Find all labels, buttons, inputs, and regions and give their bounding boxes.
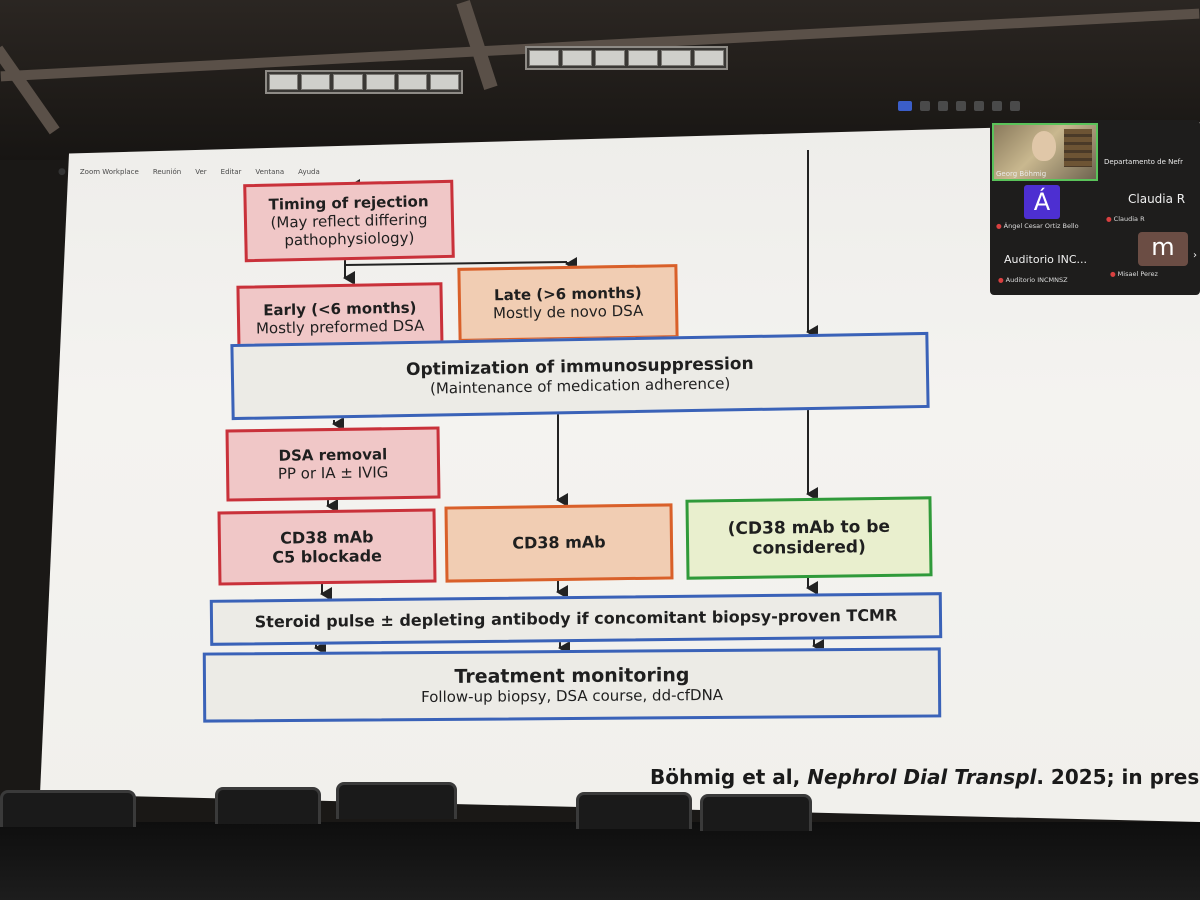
menu-item-ayuda[interactable]: Ayuda — [298, 168, 320, 176]
avatar[interactable]: Á — [1024, 185, 1060, 219]
chair — [700, 794, 812, 831]
box-title: Steroid pulse ± depleting antibody if co… — [254, 606, 898, 632]
mic-muted-icon: ● — [1106, 215, 1112, 223]
menubar: ● Zoom Workplace Reunión Ver Editar Vent… — [58, 164, 618, 180]
presenter-video-tile[interactable] — [992, 123, 1098, 181]
participant-name: ●Ángel Cesar Ortiz Bello — [996, 222, 1079, 230]
ceiling-light — [525, 46, 728, 70]
citation-rest: . 2025; in press — [1036, 765, 1200, 789]
box-title: considered) — [752, 537, 866, 559]
apple-icon[interactable]: ● — [58, 167, 66, 177]
auditorium-floor — [0, 822, 1200, 900]
citation-authors: Böhmig et al, — [650, 765, 801, 789]
participant-name: ●Misael Perez — [1110, 270, 1158, 278]
participant-name-large: Claudia R — [1128, 192, 1186, 206]
avatar[interactable]: m — [1138, 232, 1188, 266]
status-icon[interactable] — [920, 101, 930, 111]
ceiling-light — [265, 70, 463, 94]
menu-item-editar[interactable]: Editar — [220, 168, 242, 176]
status-bar-icons — [898, 101, 1020, 111]
cd38-box: CD38 mAb — [444, 503, 674, 583]
department-label: Departamento de Nefr — [1104, 158, 1184, 166]
menu-item-reunion[interactable]: Reunión — [152, 168, 182, 176]
box-title: C5 blockade — [272, 546, 383, 567]
grid-icon[interactable] — [992, 101, 1002, 111]
participant-name-large: Auditorio INC... — [1004, 253, 1088, 266]
bookshelf — [1064, 129, 1092, 167]
mic-muted-icon: ● — [1110, 270, 1116, 278]
late-box: Late (>6 months) Mostly de novo DSA — [457, 264, 679, 342]
arrow — [344, 261, 568, 266]
box-subtitle: PP or IA ± IVIG — [277, 463, 389, 483]
optimization-box: Optimization of immunosuppression (Maint… — [230, 331, 930, 421]
box-subtitle: Mostly preformed DSA — [255, 316, 425, 338]
status-icon[interactable] — [956, 101, 966, 111]
steroid-pulse-box: Steroid pulse ± depleting antibody if co… — [209, 592, 943, 646]
chair — [336, 782, 457, 819]
chair — [576, 792, 692, 829]
status-icon[interactable] — [898, 101, 912, 111]
wifi-icon[interactable] — [1010, 101, 1020, 111]
cd38-c5-box: CD38 mAb C5 blockade — [217, 508, 437, 586]
citation-journal: Nephrol Dial Transpl — [807, 765, 1037, 789]
timing-of-rejection-box: Timing of rejection (May reflect differi… — [243, 179, 455, 263]
cd38-considered-box: (CD38 mAb to be considered) — [685, 496, 933, 580]
menu-item-zoom[interactable]: Zoom Workplace — [79, 168, 139, 176]
box-title: CD38 mAb — [512, 532, 606, 554]
menu-item-ventana[interactable]: Ventana — [255, 168, 285, 176]
box-subtitle: Mostly de novo DSA — [492, 301, 644, 323]
box-subtitle: pathophysiology) — [284, 228, 415, 250]
status-icon[interactable] — [974, 101, 984, 111]
presenter-face — [1032, 131, 1056, 161]
dsa-removal-box: DSA removal PP or IA ± IVIG — [225, 426, 441, 502]
menu-item-ver[interactable]: Ver — [195, 168, 207, 176]
citation: Böhmig et al, Nephrol Dial Transpl. 2025… — [650, 765, 1200, 789]
treatment-monitoring-box: Treatment monitoring Follow-up biopsy, D… — [202, 647, 942, 723]
status-icon[interactable] — [938, 101, 948, 111]
box-subtitle: Follow-up biopsy, DSA course, dd-cfDNA — [421, 686, 724, 707]
participant-name: ●Claudia R — [1106, 215, 1145, 223]
presenter-name: Georg Böhmig — [996, 170, 1047, 178]
chevron-right-icon[interactable]: › — [1193, 250, 1197, 261]
mic-muted-icon: ● — [998, 276, 1004, 284]
participant-name: ●Auditorio INCMNSZ — [998, 276, 1068, 284]
mic-muted-icon: ● — [996, 222, 1002, 230]
chair — [0, 790, 136, 827]
chair — [215, 787, 321, 824]
